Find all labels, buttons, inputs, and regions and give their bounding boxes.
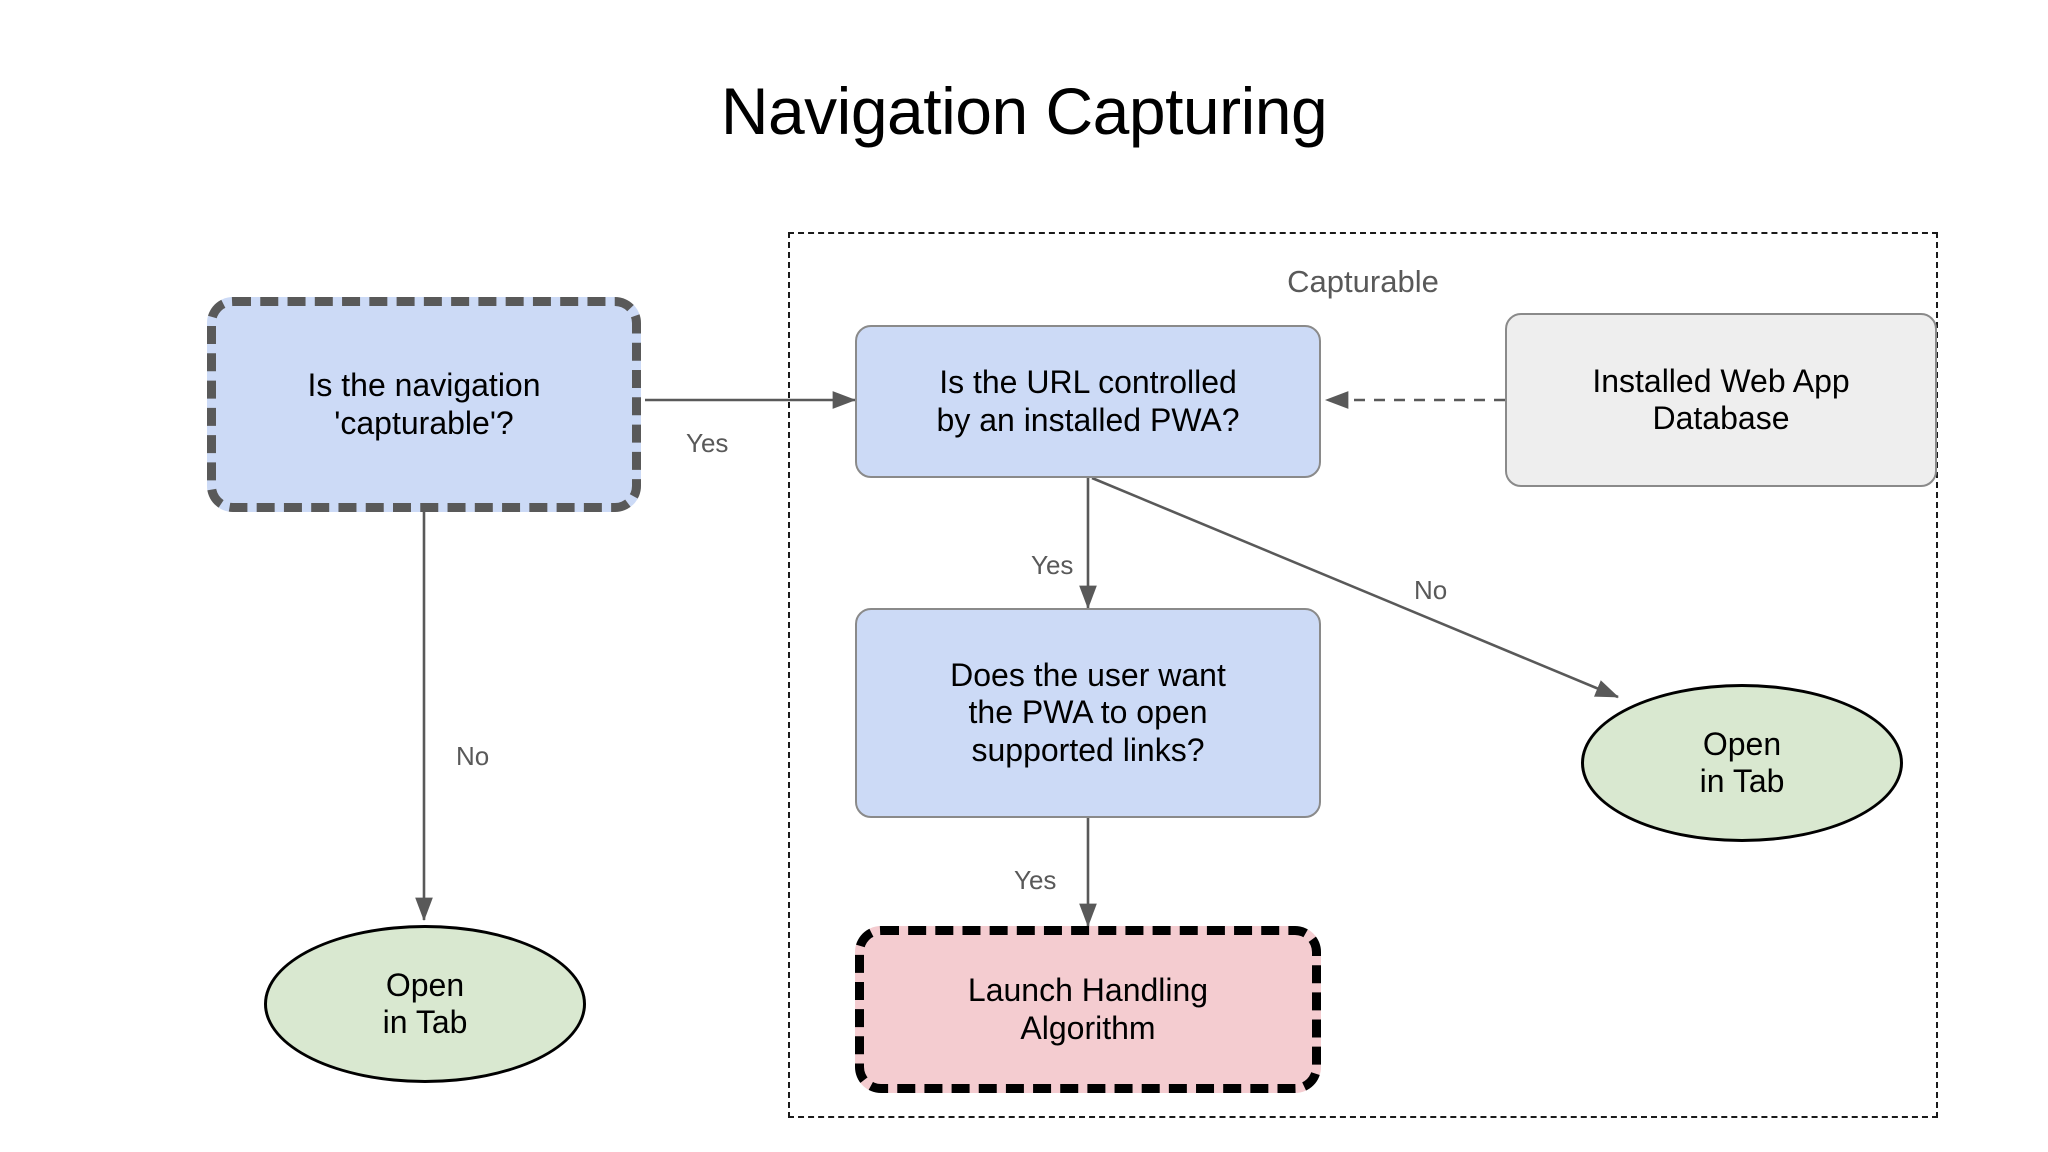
- node-is-navigation-capturable[interactable]: Is the navigation 'capturable'?: [207, 297, 641, 512]
- node-line-1: Open: [385, 966, 465, 1003]
- edge-label-capturable-yes: Yes: [686, 428, 729, 458]
- node-line-2: in Tab: [382, 1004, 468, 1040]
- node-line-2: 'capturable'?: [334, 404, 514, 441]
- node-open-in-tab-left[interactable]: Open in Tab: [264, 925, 586, 1083]
- edge-label-user-yes: Yes: [1014, 865, 1057, 895]
- node-line-2: Algorithm: [1020, 1009, 1156, 1046]
- node-line-1: Does the user want: [950, 657, 1226, 694]
- edge-label-url-yes: Yes: [1031, 550, 1074, 580]
- node-launch-handling-algorithm[interactable]: Launch Handling Algorithm: [855, 926, 1321, 1093]
- node-line-1: Launch Handling: [967, 972, 1209, 1009]
- node-line-2: the PWA to open: [968, 694, 1208, 731]
- node-line-3: supported links?: [971, 731, 1205, 768]
- capturable-group-container: [788, 232, 1938, 1118]
- node-does-user-want-pwa-to-open-supported-links[interactable]: Does the user want the PWA to open suppo…: [855, 608, 1321, 818]
- node-line-2: Database: [1652, 400, 1790, 436]
- node-line-1: Is the URL controlled: [939, 364, 1237, 401]
- edge-label-capturable-no: No: [456, 741, 490, 771]
- capturable-group-label: Capturable: [1287, 264, 1439, 299]
- page-title: Navigation Capturing: [720, 74, 1328, 148]
- node-open-in-tab-right[interactable]: Open in Tab: [1581, 684, 1903, 842]
- node-line-1: Is the navigation: [307, 367, 541, 404]
- node-line-1: Open: [1702, 725, 1782, 762]
- node-installed-web-app-database[interactable]: Installed Web App Database: [1505, 313, 1937, 487]
- node-line-2: by an installed PWA?: [936, 401, 1240, 438]
- node-is-url-controlled-by-installed-pwa[interactable]: Is the URL controlled by an installed PW…: [855, 325, 1321, 478]
- node-line-1: Installed Web App: [1592, 362, 1850, 399]
- edge-label-url-no: No: [1414, 575, 1448, 605]
- node-line-2: in Tab: [1699, 763, 1785, 799]
